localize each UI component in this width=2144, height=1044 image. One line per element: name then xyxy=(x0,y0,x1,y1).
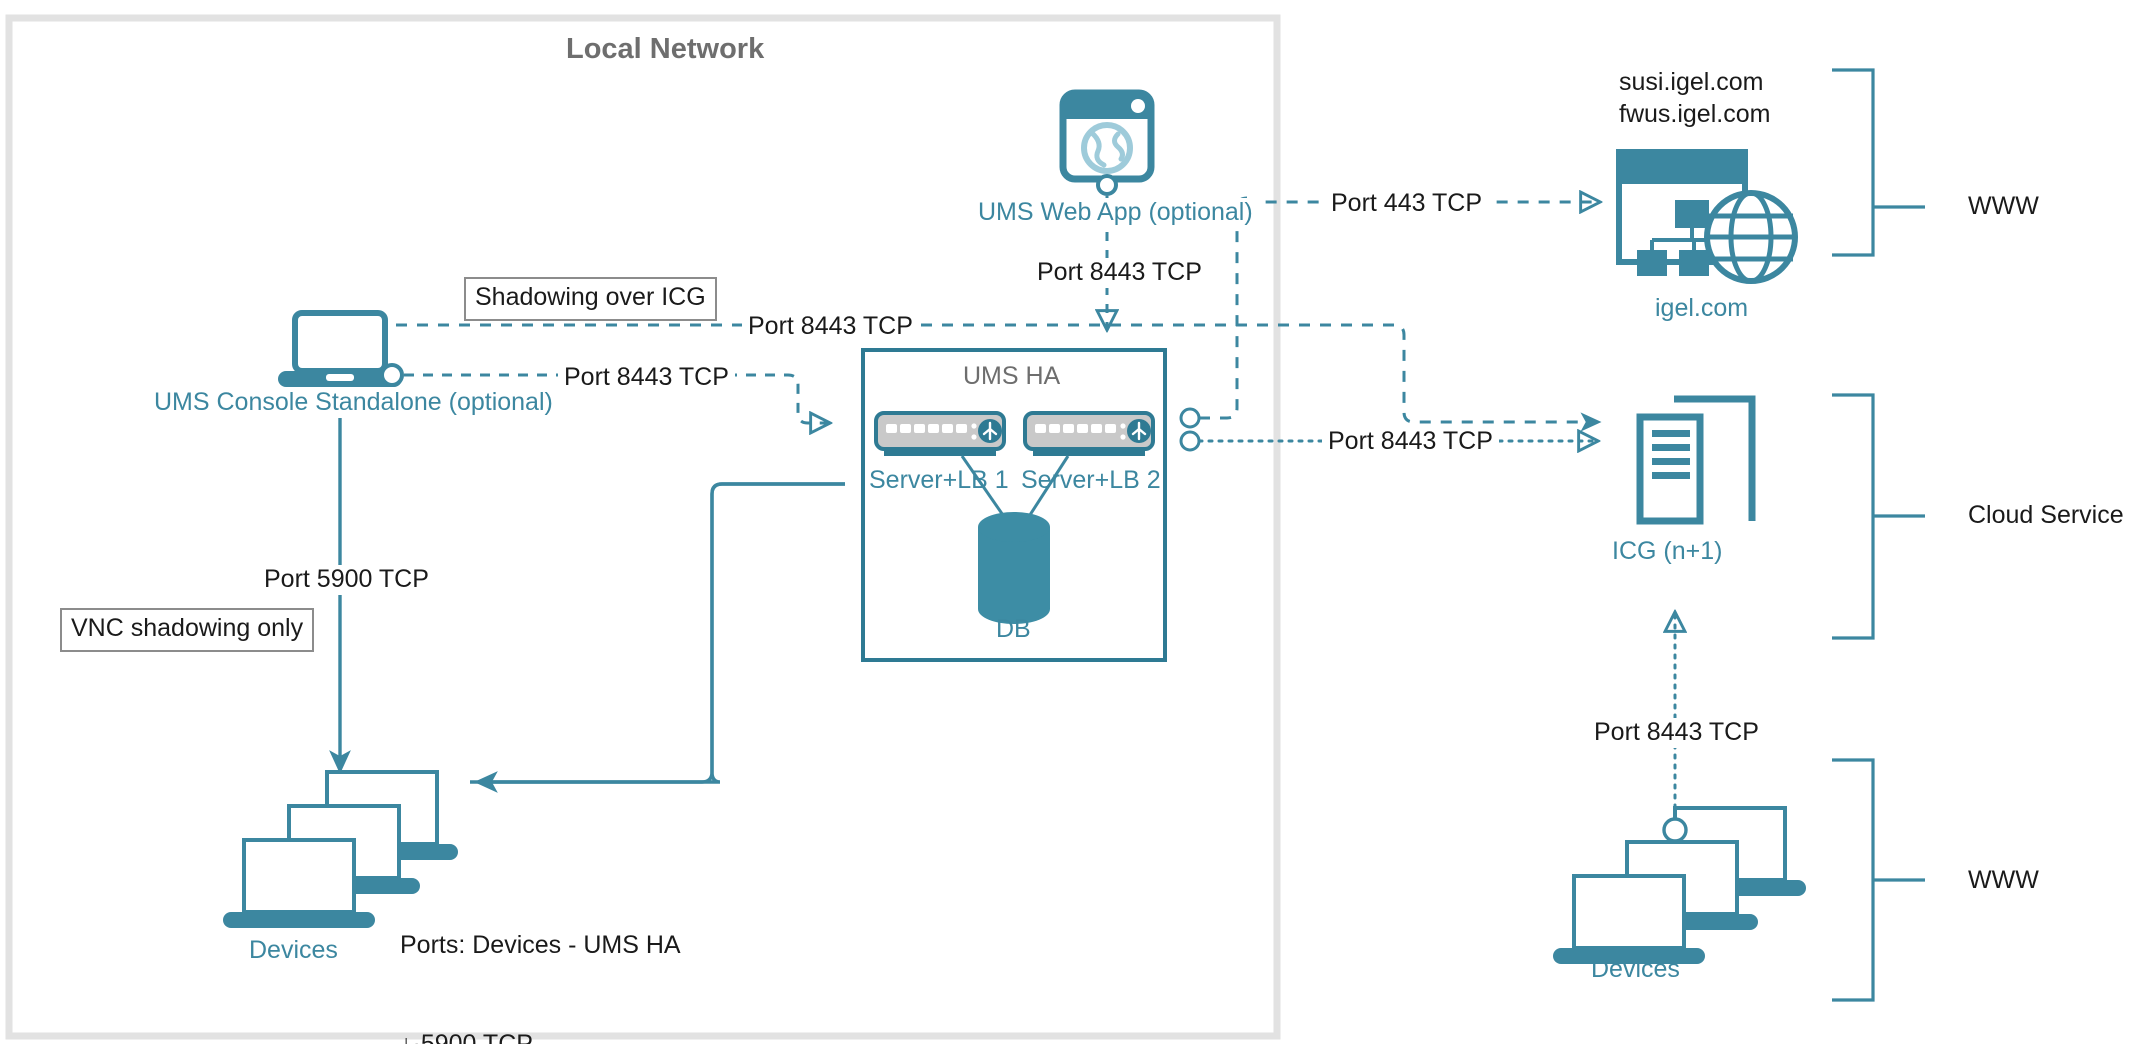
callout-vnc-shadowing-only: VNC shadowing only xyxy=(60,608,315,652)
ums-web-app-label: UMS Web App (optional) xyxy=(972,198,1259,228)
server-tower-icon xyxy=(1636,395,1756,525)
zone-label-www-bottom: WWW xyxy=(1968,866,2039,894)
icg-label: ICG (n+1) xyxy=(1612,537,1723,565)
ports-devices-ums-ha-block: Ports: Devices - UMS HA ↓·5900 TCP ↓·300… xyxy=(400,862,681,1044)
label-ha-to-icg-port: Port 8443 TCP xyxy=(1322,427,1499,457)
connector-devices-to-ha xyxy=(470,482,845,793)
label-console-shadowing-port: Port 8443 TCP xyxy=(742,312,919,342)
label-console-to-devices-port: Port 5900 TCP xyxy=(258,565,435,595)
db-label: DB xyxy=(996,615,1031,643)
laptop-icon-console xyxy=(278,310,404,387)
zone-label-cloud-service: Cloud Service xyxy=(1968,501,2124,529)
callout-shadowing-over-icg: Shadowing over ICG xyxy=(464,277,717,321)
devices-remote-label: Devices xyxy=(1591,955,1680,983)
label-webapp-to-ha-port: Port 8443 TCP xyxy=(1031,258,1208,288)
server-lb-2-label: Server+LB 2 xyxy=(1021,466,1161,494)
network-switch-icon-1 xyxy=(874,411,1006,456)
label-icg-to-devices-port: Port 8443 TCP xyxy=(1588,718,1765,748)
label-console-to-ha-port: Port 8443 TCP xyxy=(558,363,735,393)
database-cylinder-icon xyxy=(978,512,1050,624)
igel-host-susi: susi.igel.com xyxy=(1619,68,1764,96)
ha-internal-links xyxy=(960,455,1070,519)
server-lb-1-label: Server+LB 1 xyxy=(869,466,1009,494)
ports-heading: Ports: Devices - UMS HA xyxy=(400,930,681,959)
ums-ha-container xyxy=(861,348,1167,662)
ums-ha-title: UMS HA xyxy=(963,362,1061,390)
ports-row: ↓·5900 TCP xyxy=(400,1028,681,1044)
connector-console-to-ha xyxy=(404,373,830,423)
igel-host-fwus: fwus.igel.com xyxy=(1619,100,1771,128)
network-switch-icon-2 xyxy=(1023,411,1155,456)
zone-bracket-www-bottom xyxy=(1832,758,1925,1002)
zone-bracket-cloud-service xyxy=(1832,393,1925,640)
website-globe-icon xyxy=(1616,149,1798,284)
zone-label-www-top: WWW xyxy=(1968,192,2039,220)
connector-console-shadowing-to-icg xyxy=(396,323,1602,432)
devices-local-label: Devices xyxy=(249,936,338,964)
local-network-title: Local Network xyxy=(566,33,765,65)
laptops-stack-icon-remote xyxy=(1553,806,1806,964)
igel-com-label: igel.com xyxy=(1655,294,1749,322)
browser-globe-icon xyxy=(1059,89,1155,196)
label-webapp-to-igel-port: Port 443 TCP xyxy=(1325,189,1489,219)
laptops-stack-icon-local xyxy=(223,770,458,928)
ums-console-label: UMS Console Standalone (optional) xyxy=(148,388,559,418)
zone-bracket-www-top xyxy=(1832,68,1925,257)
